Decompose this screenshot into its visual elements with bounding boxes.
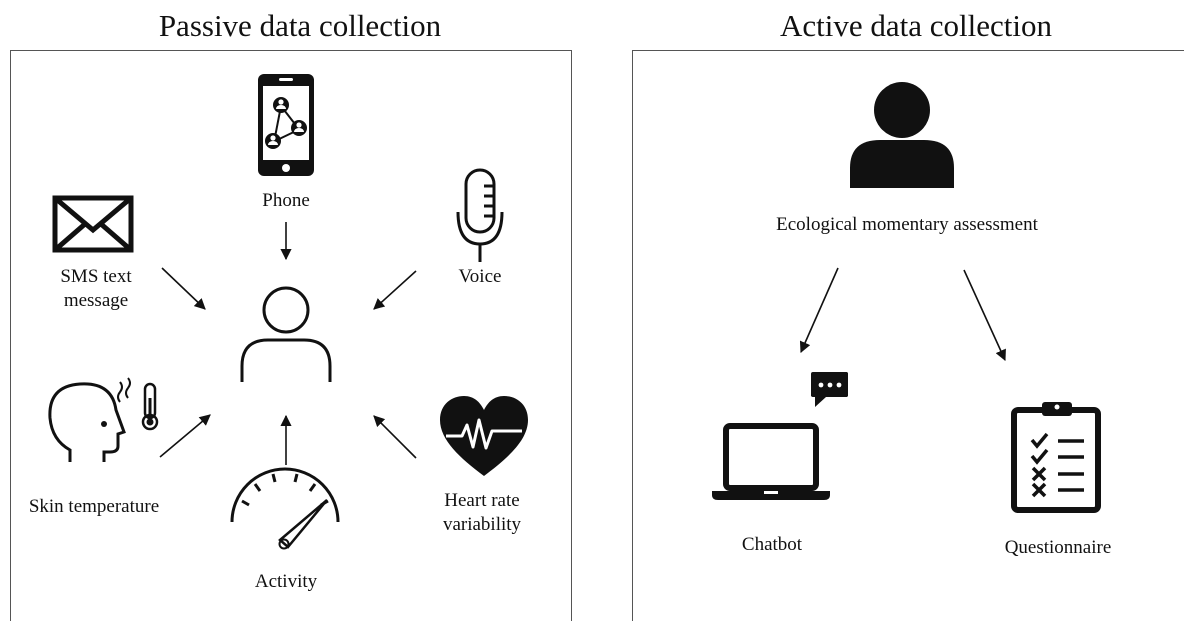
chatbot-label: Chatbot: [741, 534, 803, 555]
speedometer-icon: [230, 467, 340, 550]
activity-label: Activity: [254, 571, 318, 592]
laptop-chat-icon: [712, 372, 848, 500]
active-arrows: [799, 267, 1006, 362]
passive-arrows: [159, 222, 417, 465]
user-filled-icon: [850, 82, 954, 188]
user-outline-icon: [240, 286, 332, 382]
active-panel: [632, 50, 1184, 621]
hrv-label-line1: Heart rate: [444, 490, 520, 511]
microphone-icon: [456, 168, 504, 262]
phone-network-icon: [258, 74, 314, 176]
passive-panel: [10, 50, 572, 621]
passive-title: Passive data collection: [158, 8, 442, 43]
active-title: Active data collection: [780, 8, 1052, 43]
questionnaire-label: Questionnaire: [1004, 537, 1112, 558]
phone-label: Phone: [262, 190, 310, 211]
ema-label: Ecological momentary assessment: [776, 214, 1038, 235]
envelope-icon: [52, 195, 134, 253]
head-thermometer-icon: [48, 377, 159, 462]
skin-temperature-label: Skin temperature: [28, 496, 160, 517]
sms-label-line2: message: [63, 290, 129, 311]
heart-pulse-icon: [440, 396, 528, 476]
sms-label-line1: SMS text: [60, 266, 132, 287]
hrv-label-line2: variability: [442, 514, 522, 535]
clipboard-checklist-icon: [1011, 402, 1101, 513]
voice-label: Voice: [458, 266, 502, 287]
